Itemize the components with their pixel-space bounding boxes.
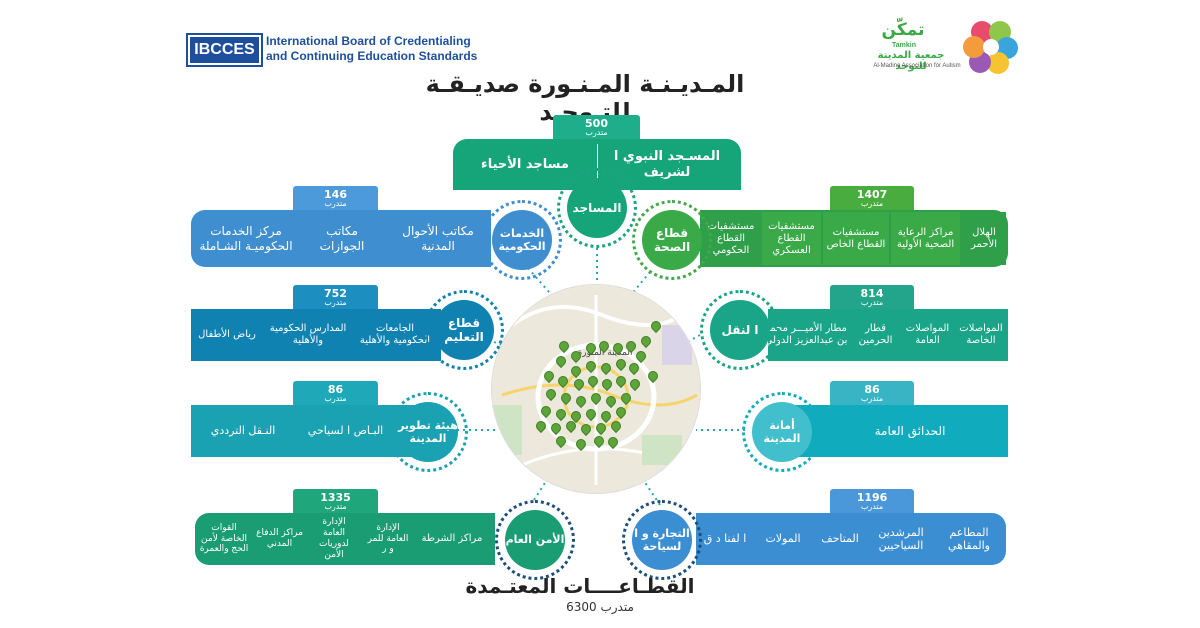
footer-total: متدرب 6300	[530, 600, 670, 614]
transport-hub: ا لنقل	[710, 300, 770, 360]
gov-item-1: مكاتب الأحوال المدنية	[402, 224, 474, 253]
transport-item-3: قطار الحرمين	[858, 323, 893, 346]
ibcces-line1: International Board of Credentialing	[266, 34, 471, 48]
mosques-item-2: مساجد الأحياء	[481, 156, 569, 172]
gov-item-2: مكاتب الجوازات	[319, 224, 365, 253]
edu-item-1: الجامعات الحكومية والأهلية	[359, 323, 431, 346]
transport-item-1: المواصلات الخاصة	[959, 323, 1003, 346]
dev-item-2: النـقل الترددي	[210, 424, 276, 438]
ibcces-name: International Board of Credentialing and…	[266, 34, 477, 64]
security-count-tab: 1335 متدرب	[293, 489, 378, 513]
edu-count-tab: 752 متدرب	[293, 285, 378, 309]
footer-total-value: 6300	[566, 600, 597, 614]
transport-bar	[768, 309, 1008, 361]
health-hub-ring	[632, 200, 712, 280]
ibcces-logo: IBCCES	[186, 33, 263, 67]
edu-hub: قطاع التعليم	[434, 300, 494, 360]
health-count: 1407	[856, 187, 888, 201]
health-item-3: مستشفيات القطاع الخاص	[823, 212, 889, 265]
dev-hub-ring	[388, 392, 468, 472]
security-item-2: الإدارة العامة للمر و ر	[367, 522, 409, 555]
security-item-5: القوات الخاصة لأمن الحج والعمرة	[199, 522, 249, 555]
footer-total-unit: متدرب	[600, 600, 634, 614]
security-hub-ring	[495, 500, 575, 580]
gov-item-3: مركز الخدمات الحكوميـة الشـاملة	[199, 224, 293, 253]
amana-count: 86	[864, 382, 880, 396]
security-hub: الأمن العام	[505, 510, 565, 570]
gov-hub: الخدمات الحكومية	[492, 210, 552, 270]
dev-count: 86	[327, 382, 344, 396]
gov-count: 146	[324, 187, 347, 201]
association-name-ar: جمعية المدينة للتوحد	[877, 50, 945, 72]
madinah-map	[492, 285, 700, 493]
dev-item-1: البـاص ا لسياحي	[307, 424, 384, 438]
tourism-hub-ring	[622, 500, 702, 580]
tourism-item-2: المرشدين السياحيين	[878, 525, 924, 552]
tourism-item-4: المولات	[765, 532, 801, 546]
security-item-1: مراكز الشرطة	[421, 533, 483, 544]
security-unit: متدرب	[324, 501, 347, 511]
dev-unit: متدرب	[324, 393, 347, 403]
tourism-bar	[696, 513, 1006, 565]
health-item-1: الهلال الأحمر	[962, 212, 1006, 265]
health-hub: قطاع الصحة	[642, 210, 702, 270]
mosques-hub-ring	[557, 168, 637, 248]
tourism-count: 1196	[856, 490, 888, 504]
edu-unit: متدرب	[324, 297, 347, 307]
transport-item-2: المواصلات العامة	[905, 323, 950, 346]
edu-hub-ring	[424, 290, 504, 370]
amana-hub-ring	[742, 392, 822, 472]
health-unit: متدرب	[860, 198, 884, 208]
transport-hub-ring	[700, 290, 780, 370]
edu-count: 752	[324, 286, 347, 300]
gov-bar	[191, 210, 491, 267]
puzzle-logo-icon	[962, 18, 1020, 76]
tourism-item-5: ا لفنا د ق	[703, 532, 747, 546]
edu-item-3: رياض الأطفال	[198, 329, 256, 340]
mosques-count-tab: 500 متدرب	[553, 115, 640, 139]
health-item-4: مستشفيات القطاع العسكري	[762, 212, 821, 265]
health-item-2: مراكز الرعاية الصحية الأولية	[891, 212, 960, 265]
tourism-item-3: المتاحف	[821, 532, 859, 546]
transport-count: 814	[860, 286, 884, 300]
amana-item-1: الحدائق العامة	[874, 423, 946, 438]
amana-count-tab: 86 متدرب	[830, 381, 914, 405]
dev-count-tab: 86 متدرب	[293, 381, 378, 405]
security-count: 1335	[320, 490, 351, 504]
amana-bar	[790, 405, 1008, 457]
ibcces-line2: and Continuing Education Standards	[266, 49, 478, 63]
tamkin-latin: Tamkin	[892, 42, 916, 49]
mosques-item-1: المسـجد النبوي ا لشريف	[613, 148, 721, 180]
association-name-en: Al-Madina Association for Autism	[873, 63, 961, 69]
mosques-unit: متدرب	[585, 127, 608, 137]
map-city-label: المدينة المنورة	[577, 348, 633, 358]
dev-bar	[191, 405, 421, 457]
transport-unit: متدرب	[860, 297, 884, 307]
transport-item-4: مطار الأميـــر محمد بن عبدالعزيز الدولي	[764, 323, 848, 346]
tamkin-brand: تمكّن	[881, 20, 925, 40]
mosques-hub: المساجد	[567, 178, 627, 238]
footer-title: القطـاعــــات المعتـمدة	[465, 574, 695, 598]
tourism-hub: التجارة و ا لسياحة	[632, 510, 692, 570]
amana-unit: متدرب	[860, 393, 884, 403]
health-count-tab: 1407 متدرب	[830, 186, 914, 210]
amana-hub: أمانة المدينة	[752, 402, 812, 462]
edu-bar	[191, 309, 441, 361]
tourism-count-tab: 1196 متدرب	[830, 489, 914, 513]
gov-unit: متدرب	[324, 198, 347, 208]
tourism-item-1: المطاعم والمقاهي	[948, 525, 990, 552]
mosques-divider	[597, 144, 598, 184]
transport-count-tab: 814 متدرب	[830, 285, 914, 309]
edu-item-2: المدارس الحكومية والأهلية	[269, 323, 347, 346]
gov-count-tab: 146 متدرب	[293, 186, 378, 210]
security-bar	[195, 513, 495, 565]
tourism-unit: متدرب	[860, 501, 884, 511]
security-item-3: الإدارة العامة لدوريات الأمن	[319, 517, 349, 560]
dev-hub: هيئة تطوير المدينة	[398, 402, 458, 462]
mosques-count: 500	[585, 116, 608, 130]
security-item-4: مراكز الدفاع المدني	[256, 528, 303, 549]
gov-hub-ring	[482, 200, 562, 280]
